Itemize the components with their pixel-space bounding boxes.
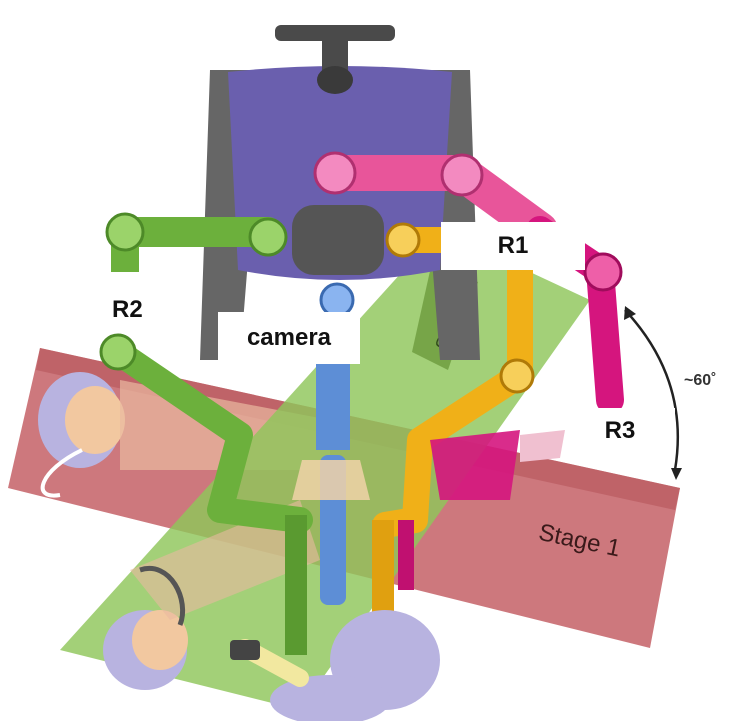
r3-label: R3 — [604, 417, 636, 444]
surgeon — [230, 610, 440, 725]
angle-indicator — [624, 306, 682, 480]
r3-label-box: R3 — [565, 408, 675, 454]
camera-label: camera — [246, 324, 332, 351]
camera-arm — [292, 282, 370, 605]
stage2-patient — [103, 500, 320, 690]
r2-label: R2 — [112, 296, 143, 323]
angle-label: ~60˚ — [684, 372, 717, 389]
r1-arm — [313, 151, 558, 248]
r1-label: R1 — [497, 232, 529, 259]
r2-arm — [99, 212, 313, 655]
r1-label-box: R1 — [441, 222, 585, 270]
camera-label-box: camera — [218, 312, 360, 364]
